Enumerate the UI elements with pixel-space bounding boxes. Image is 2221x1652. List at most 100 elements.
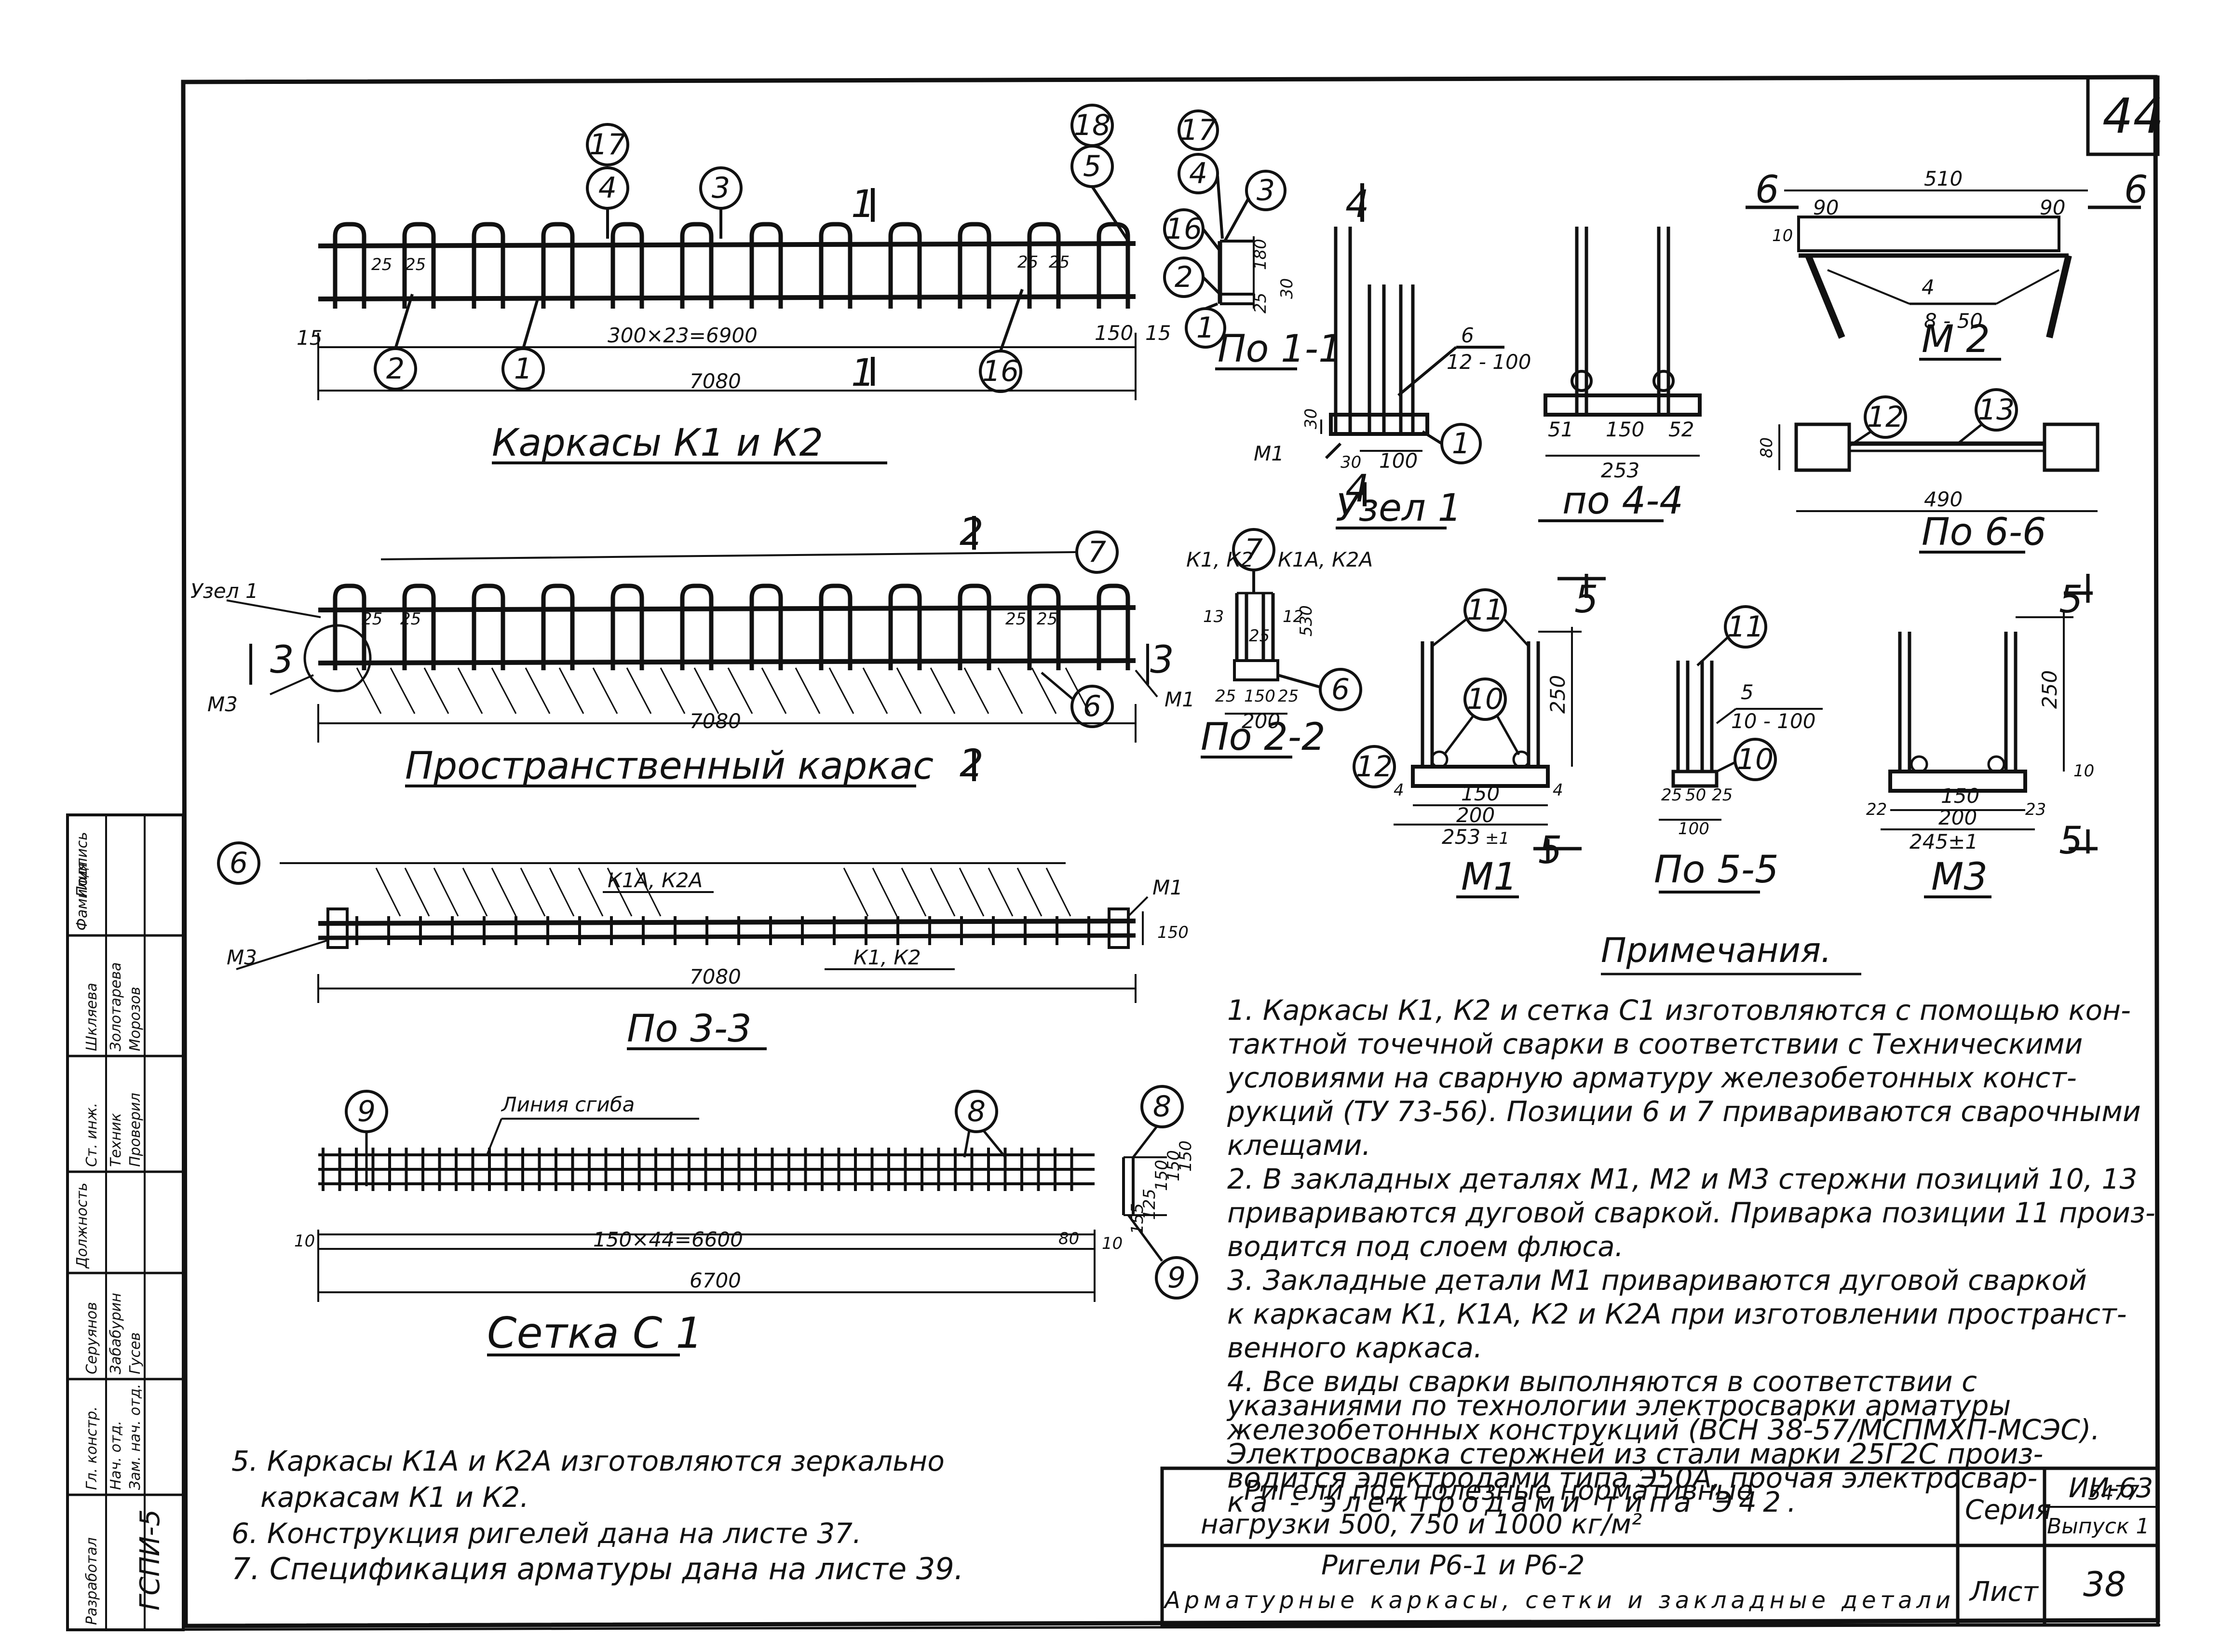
section-5-5-dim-50: 50 — [1685, 785, 1706, 805]
section-2-2-label-right: К1А, К2А — [1278, 548, 1373, 571]
hatch-line — [988, 867, 1014, 917]
stamp-texts: ГСПИ-5 Разработал Гл. констр. Серуянов Н… — [74, 832, 166, 1625]
note-line-17: ка - электродами типа Э42. — [1227, 1486, 1796, 1518]
section-3-3-title: По 3-3 — [627, 1007, 752, 1051]
hatch-line — [872, 867, 898, 917]
k1k2-bubble-16: 16 — [982, 354, 1019, 388]
note-line-9: 3. Закладные детали М1 привариваются дуг… — [1227, 1264, 2087, 1297]
section-3-3-label-k1a: К1А, К2А — [608, 868, 703, 892]
m2-section-mark-right: 6 — [2124, 168, 2148, 212]
stamp-name-3: Гусев — [127, 1332, 144, 1374]
hatch-line — [1016, 867, 1043, 917]
tb-issue: Выпуск 1 — [2047, 1514, 2149, 1539]
stamp-name-2: Забабурин — [108, 1293, 124, 1374]
stirrup — [749, 583, 783, 670]
notes-block: Примечания. 1. Каркасы К1, К2 и сетка С1… — [1226, 931, 2155, 1518]
mesh-bend-label: Линия сгиба — [501, 1093, 635, 1116]
section-6-6-dim-490: 490 — [1924, 487, 1963, 511]
m3-title: М3 — [1931, 855, 1988, 899]
node1-bubble-1: 1 — [1452, 427, 1470, 460]
stirrup — [819, 222, 853, 309]
page-number: 44 — [2102, 88, 2164, 144]
hatch-line — [578, 867, 604, 917]
section-5-5-title: По 5-5 — [1654, 848, 1779, 892]
hatch-line — [930, 867, 956, 917]
note-line-2: тактной точечной сварки в соответствии с… — [1227, 1028, 2083, 1060]
section-1-1-dim-30: 30 — [1277, 278, 1297, 299]
note-extra-1: 5. Каркасы К1А и К2А изготовляются зерка… — [231, 1445, 945, 1477]
note-extra-4: 7. Спецификация арматуры дана на листе 3… — [231, 1551, 963, 1586]
section-2-2-bubble-7: 7 — [1245, 533, 1263, 567]
hatch-line — [462, 867, 488, 917]
hatch-line — [963, 667, 989, 714]
spatial-dim-a1: 25 — [362, 609, 382, 629]
view-mesh-c1 — [317, 1085, 1198, 1356]
hatch-line — [525, 667, 551, 714]
mesh-cross-bars — [322, 1148, 1073, 1191]
stamp-position-4: Ст. инж. — [83, 1103, 100, 1167]
m1-dim-253: 253 — [1442, 825, 1480, 849]
m1-bubble-10: 10 — [1467, 682, 1503, 716]
node1-dim-100: 100 — [1379, 449, 1418, 473]
note-line-8: водится под слоем флюса. — [1227, 1230, 1624, 1263]
section-4-4-dim-150: 150 — [1606, 418, 1644, 441]
k1k2-bubble-18: 18 — [1074, 108, 1110, 142]
hatch-line — [375, 867, 401, 917]
section-2-2-dim-25-b: 25 — [1278, 687, 1299, 706]
k1k2-dim-spacing: 300×23=6900 — [608, 324, 758, 347]
hatch-line — [901, 867, 927, 917]
tb-series-value: ИИ-63 — [2069, 1473, 2153, 1504]
hatch-line — [761, 667, 787, 714]
tb-line1: Ригели под полезные нормативные — [1244, 1475, 1753, 1506]
stirrup — [1097, 222, 1130, 309]
m1-dim-250: 250 — [1546, 675, 1570, 714]
hatch-line — [549, 867, 575, 917]
tb-sheet-value: 38 — [2083, 1565, 2126, 1604]
mesh-bubble-8: 8 — [967, 1095, 986, 1128]
spatial-section-mark-top: 2 — [960, 511, 984, 554]
view-section-6-6 — [1778, 388, 2099, 554]
m3-dim-245: 245±1 — [1910, 830, 1978, 853]
section-1-1-bubble-1: 1 — [1196, 311, 1215, 345]
m1-dim-tol: ±1 — [1485, 829, 1509, 848]
m1-section-mark-bottom: 5 — [1538, 829, 1562, 872]
view-section-2-2 — [1201, 528, 1362, 758]
section-2-2-label-left: К1, К2 — [1186, 548, 1254, 571]
k1k2-dim-total: 7080 — [690, 369, 741, 393]
mesh-bubble-9-top: 9 — [357, 1095, 376, 1128]
tb-sheet-label: Лист — [1969, 1576, 2039, 1608]
m2-dim-10: 10 — [1772, 226, 1793, 245]
k1k2-bubble-17: 17 — [589, 128, 626, 162]
spatial-stirrups — [333, 583, 1130, 670]
mesh-dim-spacing: 150×44=6600 — [593, 1228, 743, 1251]
stirrup — [402, 222, 436, 309]
note-extra-2: каркасам К1 и К2. — [260, 1481, 529, 1514]
k1k2-dim-end-right: 150 — [1095, 321, 1133, 345]
view-section-5-5 — [1659, 605, 1823, 894]
m1-dim-200: 200 — [1456, 803, 1495, 827]
k1k2-bubble-3: 3 — [712, 171, 730, 205]
m2-dim-510: 510 — [1924, 167, 1963, 190]
spatial-dim-total: 7080 — [690, 709, 741, 733]
m3-dim-10: 10 — [2073, 761, 2094, 781]
note-line-3: условиями на сварную арматуру железобето… — [1226, 1061, 2077, 1094]
stirrup — [610, 222, 644, 309]
m2-label-num: 4 — [1922, 275, 1935, 299]
spatial-hatch — [356, 667, 1091, 714]
stirrup — [1027, 583, 1061, 670]
hatch-line — [660, 667, 686, 714]
k1k2-bubble-1: 1 — [514, 352, 532, 386]
node1-section-mark-bottom: 4 — [1345, 467, 1369, 511]
stirrup — [1027, 222, 1061, 309]
section-1-1-dim-25: 25 — [1251, 293, 1270, 313]
m2-dim-90-left: 90 — [1813, 196, 1839, 219]
tb-line3: Ригели Р6-1 и Р6-2 — [1321, 1550, 1585, 1581]
m3-dim-23: 23 — [2025, 800, 2046, 819]
hatch-line — [520, 867, 546, 917]
stirrup — [472, 583, 505, 670]
stirrup — [958, 222, 991, 309]
section-2-2-dim-200: 200 — [1242, 709, 1280, 733]
spatial-section-mark-3-right: 3 — [1150, 638, 1174, 682]
stirrup — [610, 583, 644, 670]
m1-title: М1 — [1461, 855, 1517, 899]
